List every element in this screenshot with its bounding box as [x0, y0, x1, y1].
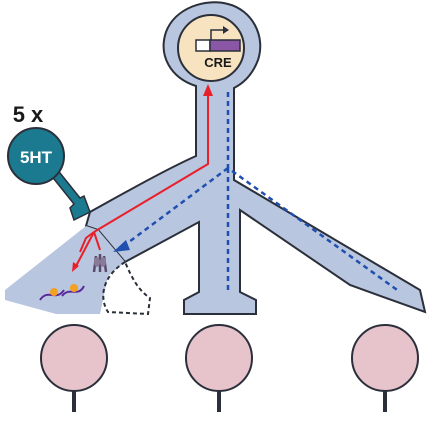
anterograde-signal-paths: [124, 92, 401, 294]
target-cell-right: [351, 324, 419, 412]
transcription-arrow-icon: [210, 29, 226, 40]
retrograde-signal-path: [74, 92, 209, 269]
retrograde-branch-arrowhead-icon: [72, 262, 79, 272]
cre-label: CRE: [204, 55, 232, 70]
serotonin-terminal: 5HT: [7, 127, 91, 222]
retrograde-arrowhead-icon: [203, 84, 213, 96]
target-cell-middle: [185, 324, 253, 412]
gene-construct: CRE: [195, 26, 241, 70]
left-terminal: [5, 226, 125, 314]
sensory-neuron-body: [84, 1, 427, 315]
target-cell-left: [40, 324, 108, 412]
new-varicosity-outline: [102, 261, 152, 316]
synaptic-proteins: [39, 254, 108, 301]
anterograde-arrowhead-icon: [113, 240, 130, 252]
serotonin-label: 5HT: [20, 148, 53, 167]
repetition-count-label: 5 x: [13, 102, 44, 127]
